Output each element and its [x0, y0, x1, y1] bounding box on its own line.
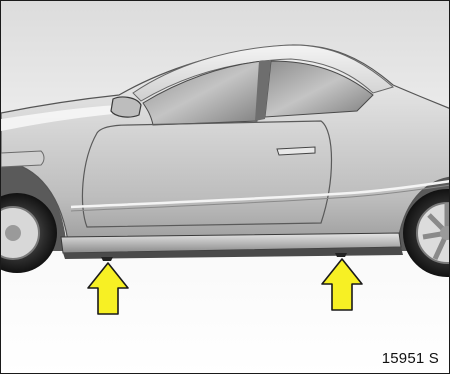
jacking-point-rear	[335, 253, 347, 257]
front-lamp	[1, 151, 44, 167]
figure-code: 15951 S	[382, 350, 439, 367]
jacking-point-front	[101, 257, 113, 261]
side-mirror	[111, 97, 141, 117]
door-handle	[277, 147, 315, 155]
